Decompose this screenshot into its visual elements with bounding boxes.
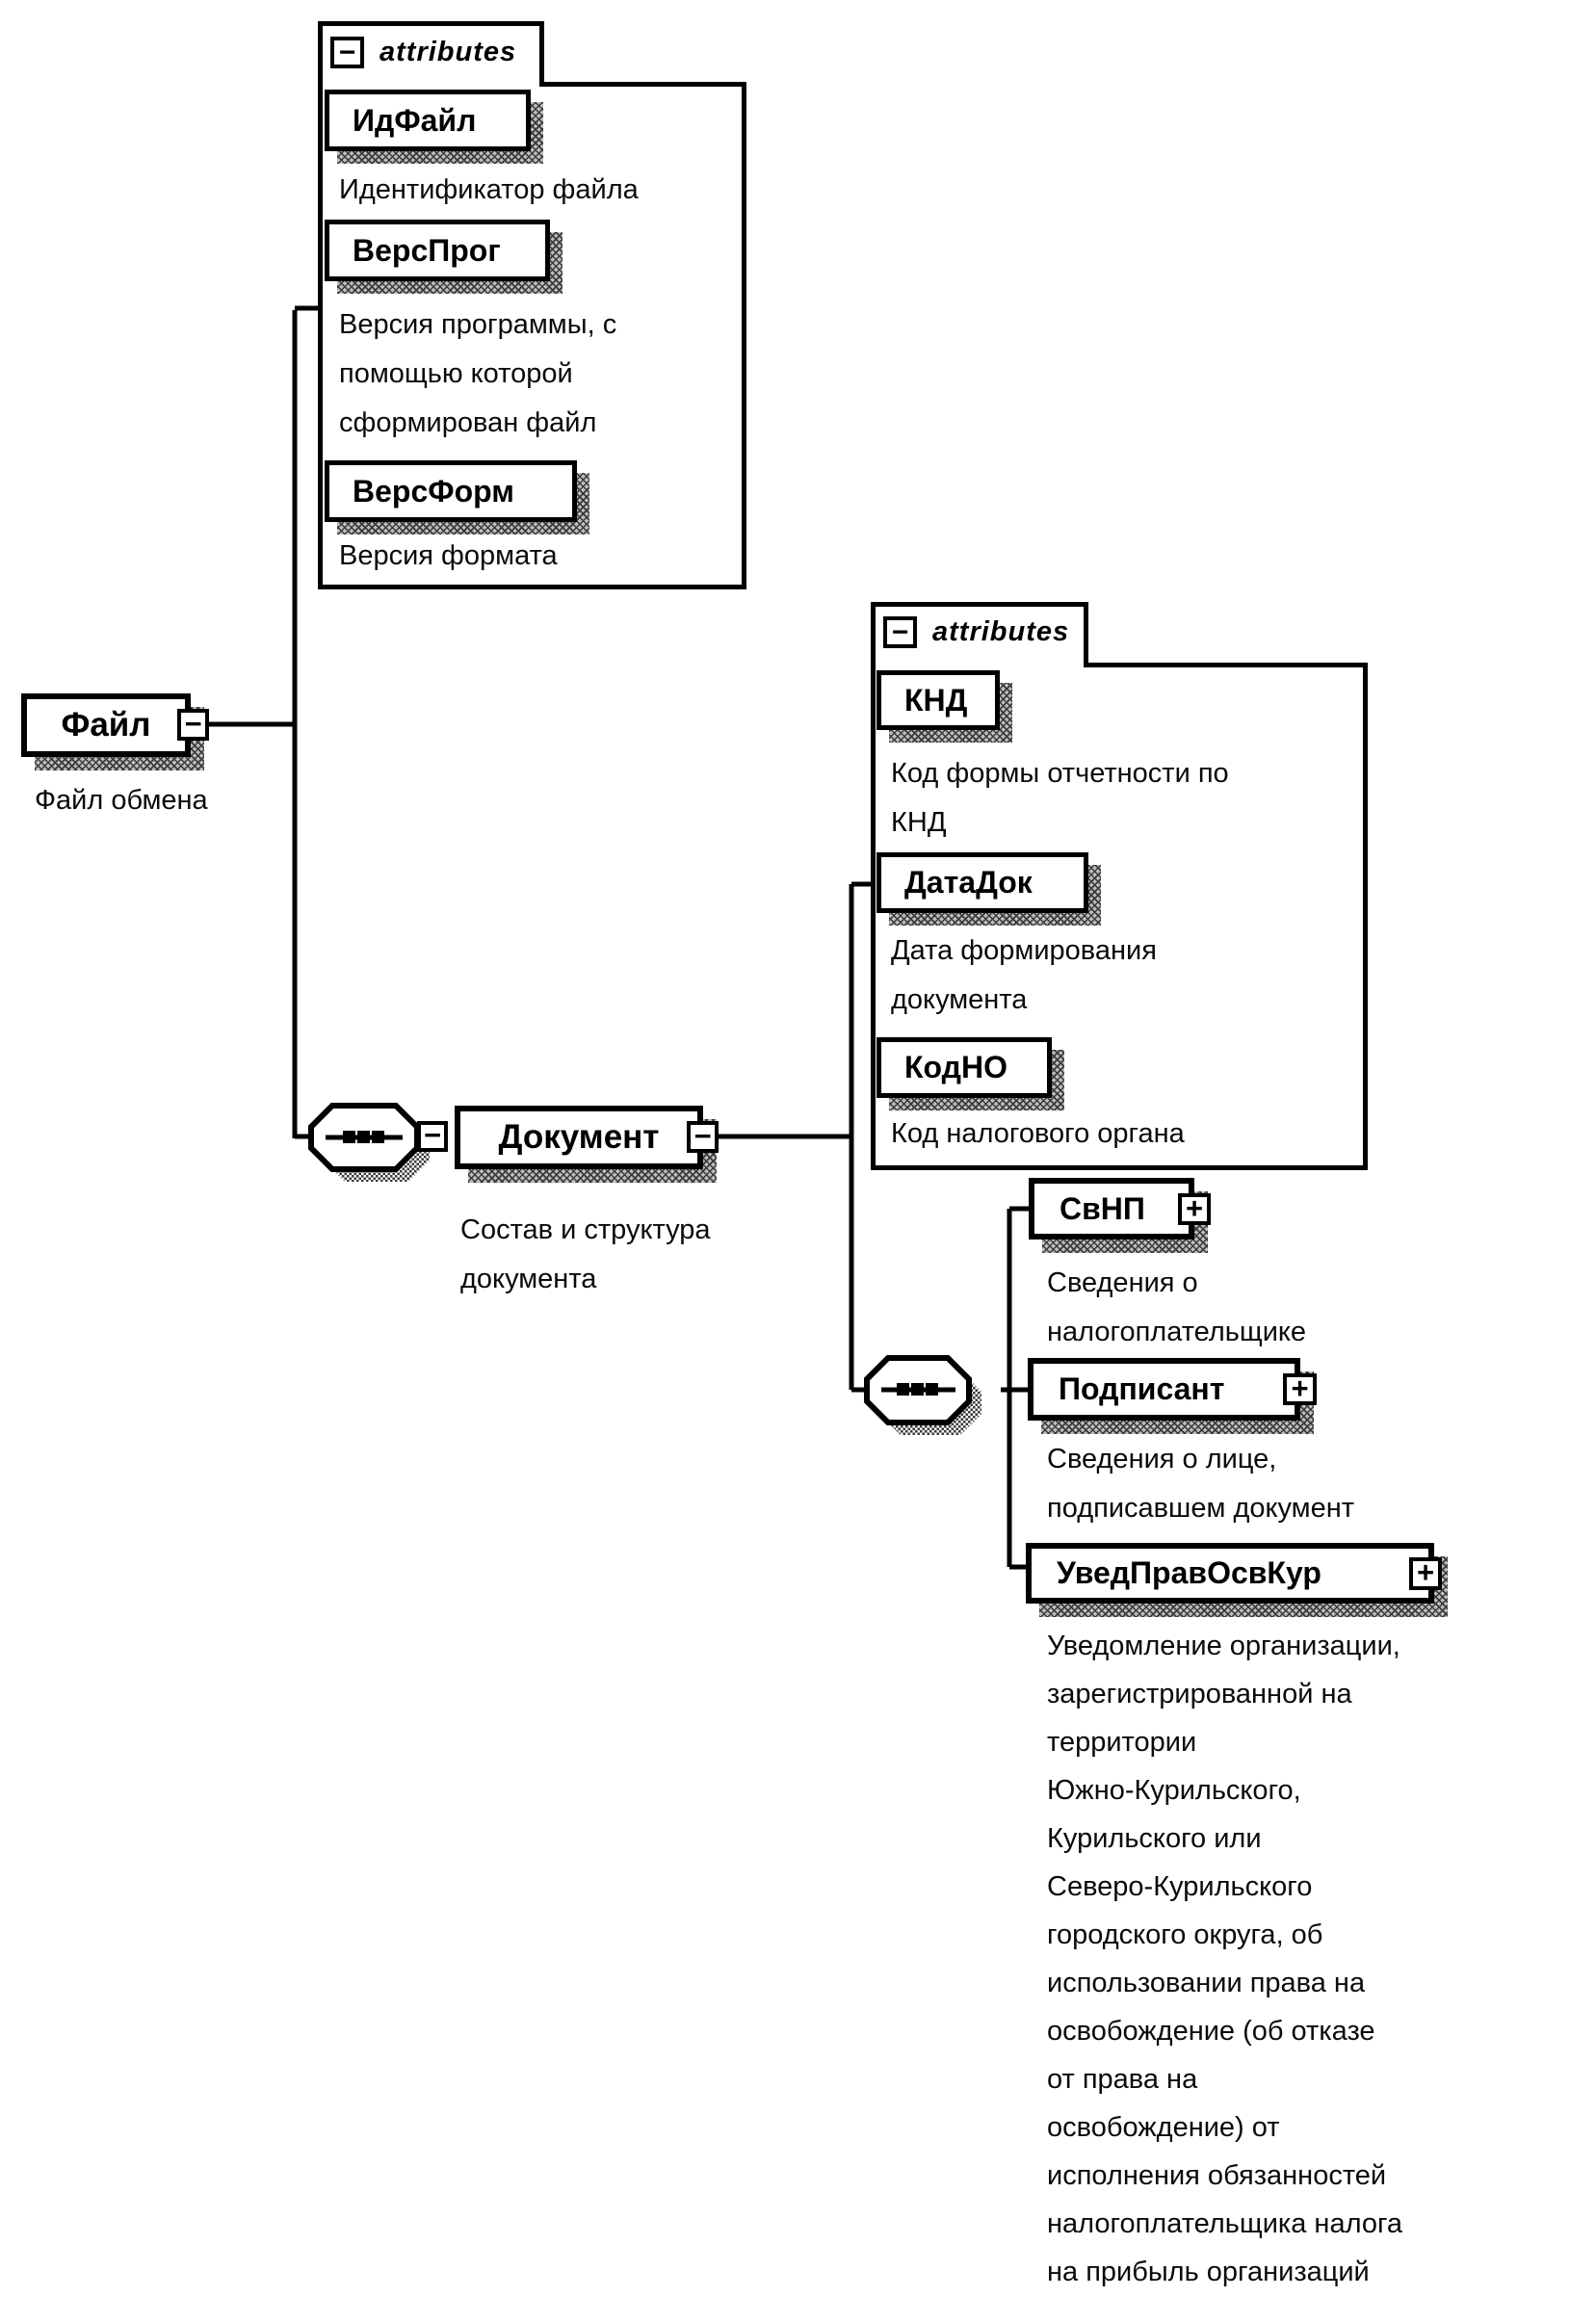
document-attributes-box	[871, 663, 1368, 1170]
element-box-uvedpravosvkur[interactable]: УведПравОсвКур	[1026, 1543, 1434, 1604]
attributes-label: attributes	[379, 37, 517, 67]
document-attributes-header: − attributes	[883, 616, 1069, 648]
sequence-dot	[357, 1131, 370, 1143]
element-box-document[interactable]: Документ	[455, 1106, 703, 1169]
attribute-description-versform: Версия формата	[339, 540, 558, 571]
attributes-label: attributes	[932, 616, 1070, 647]
sequence-dot	[911, 1383, 924, 1396]
attribute-box-knd[interactable]: КНД	[876, 670, 1000, 730]
element-description-document: Состав и структура документа	[460, 1214, 711, 1294]
sequence-dot	[372, 1131, 384, 1143]
sequence-dot	[343, 1131, 355, 1143]
svnp-expand-button[interactable]: +	[1178, 1193, 1211, 1225]
attribute-box-versprog[interactable]: ВерсПрог	[325, 220, 550, 281]
attribute-description-idfile: Идентификатор файла	[339, 174, 639, 205]
attribute-box-datadok[interactable]: ДатаДок	[876, 852, 1088, 913]
element-description-svnp: Сведения о налогоплательщике	[1047, 1267, 1307, 1347]
file-attributes-border	[539, 82, 746, 87]
element-description-podpisant: Сведения о лице, подписавшем документ	[1047, 1444, 1355, 1524]
attribute-description-versprog: Версия программы, с помощью которой сфор…	[339, 309, 617, 438]
children-branch-line	[1001, 1206, 1031, 1570]
sequence-dot	[897, 1383, 909, 1396]
attribute-box-idfile[interactable]: ИдФайл	[325, 90, 531, 151]
document-attributes-border	[1084, 663, 1368, 667]
element-box-svnp[interactable]: СвНП	[1029, 1178, 1194, 1240]
element-box-podpisant[interactable]: Подписант	[1028, 1358, 1300, 1421]
document-connector-line	[719, 881, 873, 1393]
file-attributes-box	[318, 82, 746, 589]
element-description-file: Файл обмена	[35, 785, 208, 816]
file-connector-line	[209, 305, 320, 1139]
element-box-file[interactable]: Файл	[21, 693, 191, 757]
uvedpravosvkur-expand-button[interactable]: +	[1409, 1557, 1442, 1590]
document-collapse-button[interactable]: −	[687, 1121, 719, 1153]
attributes-collapse-icon[interactable]: −	[330, 37, 364, 68]
attribute-box-versform[interactable]: ВерсФорм	[325, 460, 577, 522]
attribute-description-datadok: Дата формирования документа	[891, 935, 1157, 1015]
file-collapse-button[interactable]: −	[177, 709, 209, 741]
attribute-box-kodno[interactable]: КодНО	[876, 1037, 1052, 1098]
attribute-description-kodno: Код налогового органа	[891, 1118, 1185, 1149]
attribute-description-knd: Код формы отчетности по КНД	[891, 758, 1229, 838]
file-attributes-header: − attributes	[330, 37, 516, 68]
sequence-collapse-button[interactable]: −	[417, 1120, 448, 1152]
attributes-collapse-icon[interactable]: −	[883, 616, 917, 648]
podpisant-expand-button[interactable]: +	[1283, 1373, 1317, 1405]
element-description-uvedpravosvkur: Уведомление организации, зарегистрирован…	[1047, 1631, 1403, 2287]
sequence-dot	[926, 1383, 938, 1396]
